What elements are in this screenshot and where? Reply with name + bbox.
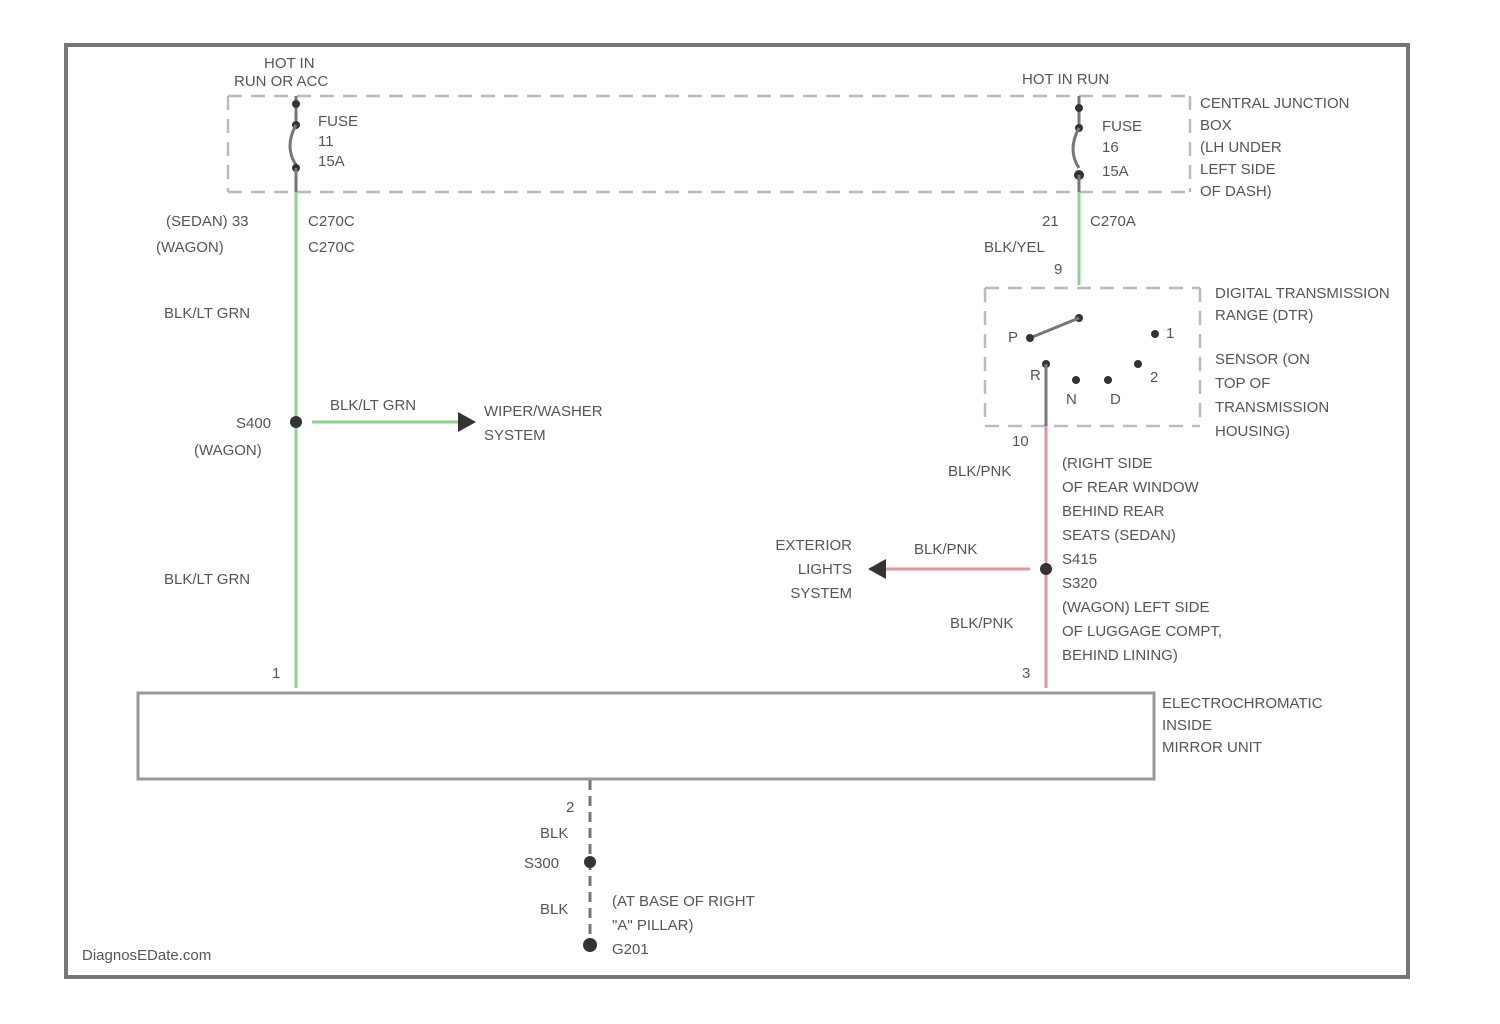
switch-pos-2: 2 xyxy=(1150,369,1158,386)
mirror-label-1: ELECTROCHROMATIC xyxy=(1162,695,1323,712)
splice-s400-note: (WAGON) xyxy=(194,442,262,459)
dtr-pin-9: 9 xyxy=(1054,261,1062,278)
conn-sedan-label: (SEDAN) 33 xyxy=(166,213,249,230)
dtr-label-6: HOUSING) xyxy=(1215,423,1290,440)
splice-s300-label: S300 xyxy=(524,855,559,872)
splice-location-6: S320 xyxy=(1062,575,1097,592)
switch-pos-r: R xyxy=(1030,367,1041,384)
wire-color-right-top: BLK/YEL xyxy=(984,239,1045,256)
conn-c270c-2: C270C xyxy=(308,239,355,256)
fuse-label-right: FUSE xyxy=(1102,118,1142,135)
dtr-label-1: DIGITAL TRANSMISSION xyxy=(1215,285,1390,302)
fuse-number-right: 16 xyxy=(1102,139,1119,156)
wire-color-ground-1: BLK xyxy=(540,825,568,842)
junction-label-2: BOX xyxy=(1200,117,1232,134)
exterior-target-3: SYSTEM xyxy=(790,585,852,602)
hot-label-line1: HOT IN xyxy=(264,55,315,72)
wire-color-branch-left: BLK/LT GRN xyxy=(330,397,416,414)
splice-s400 xyxy=(290,416,302,428)
wiper-target-2: SYSTEM xyxy=(484,427,546,444)
fuse-11 xyxy=(290,96,300,192)
fuse-label-left: FUSE xyxy=(318,113,358,130)
ground-circuit xyxy=(583,780,597,952)
fuse-number-left: 11 xyxy=(318,133,334,150)
splice-s415 xyxy=(1040,563,1052,575)
switch-pos-n: N xyxy=(1066,391,1077,408)
ground-id-label: G201 xyxy=(612,941,649,958)
splice-location-2: OF REAR WINDOW xyxy=(1062,479,1199,496)
dtr-label-2: RANGE (DTR) xyxy=(1215,307,1313,324)
ground-location-2: "A" PILLAR) xyxy=(612,917,694,934)
watermark-text: DiagnosEDate.com xyxy=(82,947,211,964)
splice-s300 xyxy=(584,856,596,868)
switch-pos-d: D xyxy=(1110,391,1121,408)
wire-color-branch-right: BLK/PNK xyxy=(914,541,977,558)
conn-c270a-pin: 21 xyxy=(1042,213,1059,230)
junction-label-1: CENTRAL JUNCTION xyxy=(1200,95,1349,112)
mirror-pin-2: 2 xyxy=(566,799,574,816)
mirror-label-2: INSIDE xyxy=(1162,717,1212,734)
fuse-amps-left: 15A xyxy=(318,153,345,170)
splice-location-1: (RIGHT SIDE xyxy=(1062,455,1153,472)
hot-in-run-label: HOT IN RUN xyxy=(1022,71,1109,88)
conn-c270a-name: C270A xyxy=(1090,213,1136,230)
dtr-label-3: SENSOR (ON xyxy=(1215,351,1310,368)
splice-location-7: (WAGON) LEFT SIDE xyxy=(1062,599,1210,616)
dtr-pin-10: 10 xyxy=(1012,433,1029,450)
wiper-target-1: WIPER/WASHER xyxy=(484,403,603,420)
switch-pos-p: P xyxy=(1008,329,1018,346)
splice-location-8: OF LUGGAGE COMPT, xyxy=(1062,623,1222,640)
left-circuit xyxy=(290,192,476,688)
central-junction-box xyxy=(228,96,1190,192)
wire-color-ground-2: BLK xyxy=(540,901,568,918)
conn-wagon-label: (WAGON) xyxy=(156,239,224,256)
exterior-target-2: LIGHTS xyxy=(798,561,852,578)
splice-s400-label: S400 xyxy=(236,415,271,432)
mirror-unit-box xyxy=(138,693,1154,779)
wire-color-right-bottom: BLK/PNK xyxy=(950,615,1013,632)
wire-color-right-mid: BLK/PNK xyxy=(948,463,1011,480)
wire-color-left-1: BLK/LT GRN xyxy=(164,305,250,322)
arrow-to-wiper xyxy=(458,412,476,432)
fuse-16 xyxy=(1073,96,1084,192)
hot-label-line2: RUN OR ACC xyxy=(234,73,328,90)
ground-location-1: (AT BASE OF RIGHT xyxy=(612,893,755,910)
conn-c270c-1: C270C xyxy=(308,213,355,230)
junction-label-5: OF DASH) xyxy=(1200,183,1272,200)
junction-label-3: (LH UNDER xyxy=(1200,139,1282,156)
switch-pos-1: 1 xyxy=(1166,325,1174,342)
wire-color-left-2: BLK/LT GRN xyxy=(164,571,250,588)
splice-location-3: BEHIND REAR xyxy=(1062,503,1165,520)
mirror-label-3: MIRROR UNIT xyxy=(1162,739,1262,756)
splice-location-4: SEATS (SEDAN) xyxy=(1062,527,1176,544)
junction-label-4: LEFT SIDE xyxy=(1200,161,1276,178)
arrow-to-exterior-lights xyxy=(868,559,886,579)
dtr-label-5: TRANSMISSION xyxy=(1215,399,1329,416)
dtr-label-4: TOP OF xyxy=(1215,375,1270,392)
dtr-sensor-box xyxy=(985,288,1200,426)
mirror-pin-3: 3 xyxy=(1022,665,1030,682)
mirror-pin-1: 1 xyxy=(272,665,280,682)
ground-g201 xyxy=(583,938,597,952)
splice-location-9: BEHIND LINING) xyxy=(1062,647,1178,664)
fuse-amps-right: 15A xyxy=(1102,163,1129,180)
splice-location-5: S415 xyxy=(1062,551,1097,568)
exterior-target-1: EXTERIOR xyxy=(775,537,852,554)
